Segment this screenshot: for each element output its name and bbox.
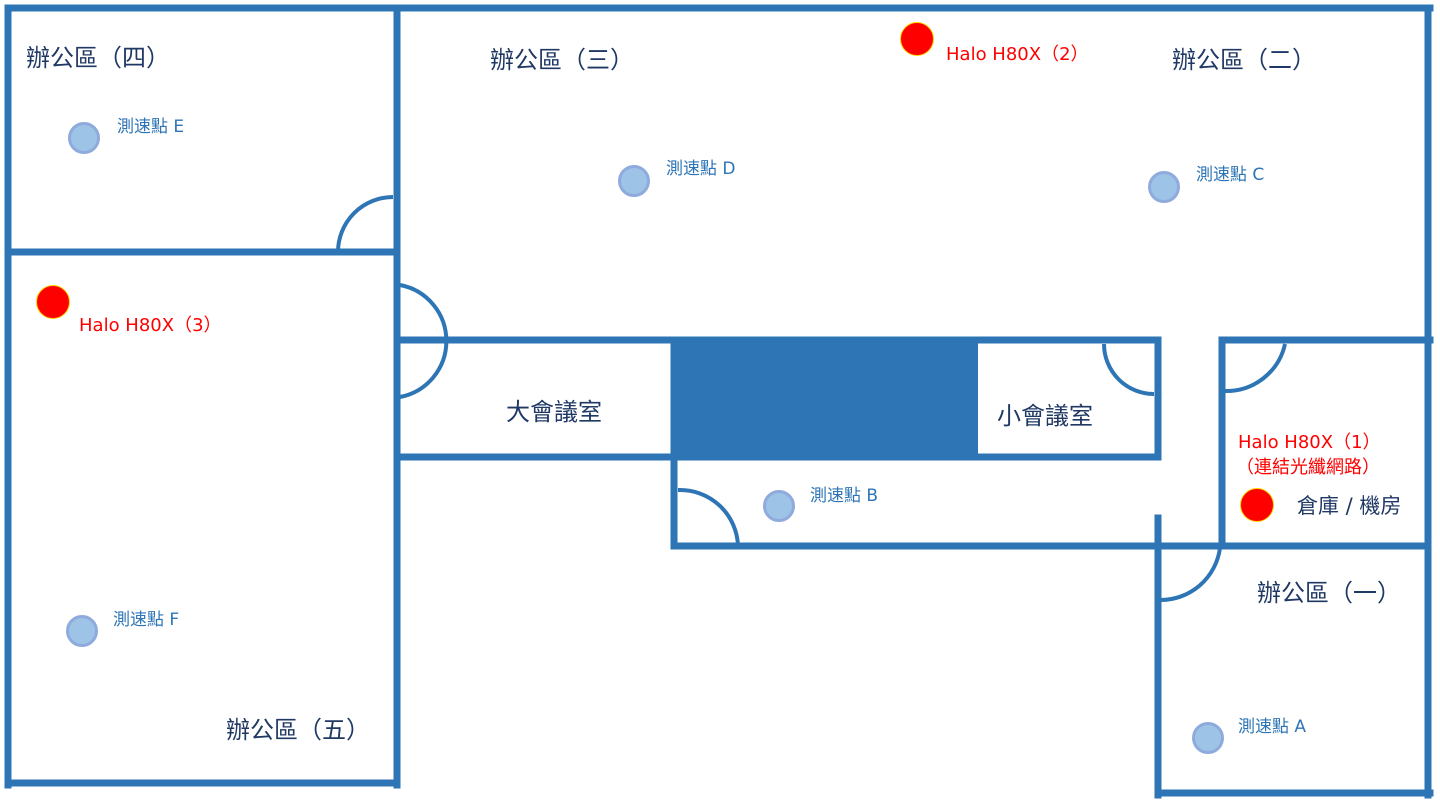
speed-point-a-marker bbox=[1192, 722, 1224, 754]
access-point-2-label: Halo H80X（2） bbox=[946, 44, 1089, 65]
speed-point-d-marker bbox=[618, 165, 650, 197]
door-arc bbox=[1224, 343, 1287, 394]
access-point-1-note: （連結光纖網路） bbox=[1236, 457, 1380, 478]
speed-point-e-marker bbox=[68, 122, 100, 154]
speed-point-b-marker bbox=[763, 490, 795, 522]
access-point-3-marker bbox=[36, 285, 70, 319]
access-point-1-marker bbox=[1240, 488, 1274, 522]
door-arc bbox=[677, 487, 740, 547]
room-label-office5: 辦公區（五） bbox=[226, 716, 370, 744]
utility-block bbox=[674, 340, 978, 457]
door-arc bbox=[1102, 343, 1155, 396]
door-arc bbox=[336, 195, 394, 253]
speed-point-c-label: 測速點 C bbox=[1196, 165, 1265, 185]
room-label-office1: 辦公區（一） bbox=[1257, 579, 1401, 607]
speed-point-c-marker bbox=[1148, 171, 1180, 203]
room-label-large-meeting: 大會議室 bbox=[506, 398, 602, 426]
access-point-1-label: Halo H80X（1） bbox=[1238, 432, 1381, 453]
door-arc bbox=[1159, 547, 1222, 603]
speed-point-e-label: 測速點 E bbox=[117, 117, 185, 137]
room-label-storage: 倉庫 / 機房 bbox=[1297, 494, 1402, 518]
speed-point-d-label: 測速點 D bbox=[666, 159, 736, 179]
access-point-2-marker bbox=[900, 22, 934, 56]
room-label-office4: 辦公區（四） bbox=[26, 44, 170, 72]
door-arc bbox=[399, 283, 449, 399]
room-label-small-meeting: 小會議室 bbox=[997, 402, 1093, 430]
room-label-office3: 辦公區（三） bbox=[490, 46, 634, 74]
speed-point-f-marker bbox=[66, 615, 98, 647]
room-label-office2: 辦公區（二） bbox=[1172, 46, 1316, 74]
speed-point-b-label: 測速點 B bbox=[810, 486, 879, 506]
speed-point-f-label: 測速點 F bbox=[113, 610, 180, 630]
speed-point-a-label: 測速點 A bbox=[1238, 717, 1307, 737]
access-point-3-label: Halo H80X（3） bbox=[79, 315, 222, 336]
